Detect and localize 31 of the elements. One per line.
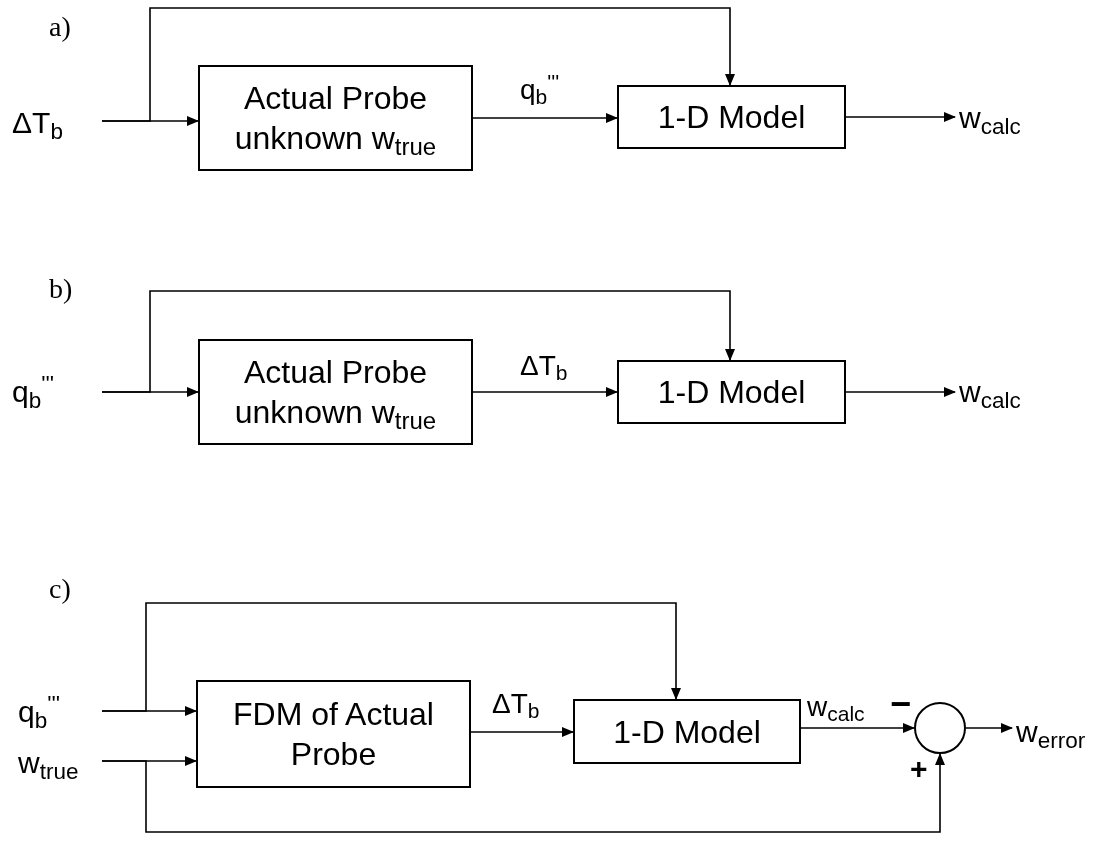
arrow — [470, 727, 574, 737]
arrow — [101, 290, 735, 393]
panel-label: a) — [49, 10, 71, 44]
arrow — [101, 602, 681, 712]
signal-label: w$_{error}$ — [1012, 712, 1104, 752]
arrow — [800, 723, 915, 733]
arrow — [472, 113, 618, 123]
signal-label: ΔT$_{b}$ — [8, 103, 102, 143]
edge-label: w$_{calc}$ — [807, 693, 865, 721]
signal-label: w$_{true}$ — [14, 743, 102, 783]
arrow — [965, 723, 1013, 733]
panel-label: c) — [49, 572, 71, 606]
block-box: 1-D Model — [573, 699, 801, 764]
arrow — [101, 7, 735, 122]
arrow — [845, 387, 956, 397]
arrow — [472, 387, 618, 397]
edge-label: ΔT$_{b}$ — [492, 690, 540, 718]
arrow — [101, 753, 945, 833]
signal-label: w$_{calc}$ — [955, 98, 1055, 138]
edge-label: ΔT$_{b}$ — [520, 352, 568, 380]
block-box: Actual Probe unknown w$_{true}$ — [198, 65, 473, 171]
block-box: Actual Probe unknown w$_{true}$ — [198, 339, 473, 445]
block-box: 1-D Model — [617, 360, 846, 424]
block-box: 1-D Model — [617, 85, 846, 149]
signal-label: w$_{calc}$ — [955, 372, 1055, 412]
panel-label: b) — [49, 272, 73, 306]
sign-label: − — [890, 686, 912, 722]
block-box: FDM of Actual Probe — [196, 680, 471, 788]
arrow — [845, 112, 956, 122]
summing-junction — [914, 702, 966, 754]
sign-label: + — [910, 754, 928, 784]
